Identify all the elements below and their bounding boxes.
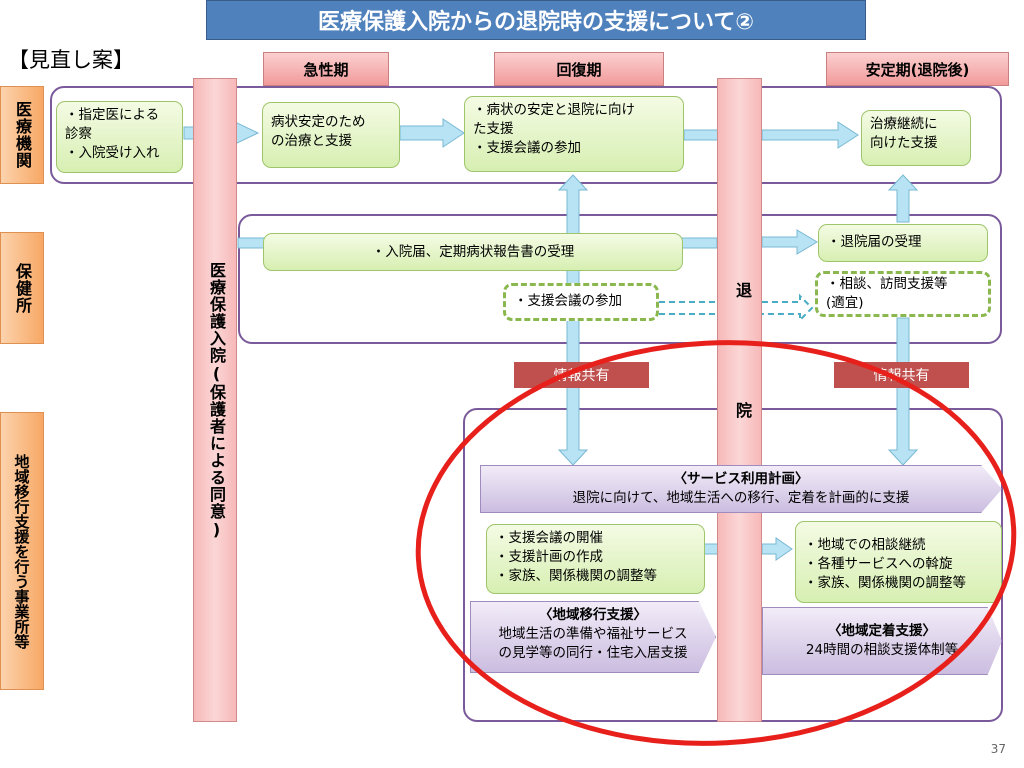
medical-box-recovery: ・病状の安定と退院に向けた支援・支援会議の参加 [464, 96, 684, 172]
phase-stable: 安定期(退院後) [826, 52, 1009, 86]
discharge-label-bottom: 院 [733, 402, 752, 419]
arrow-vertical-right-down [887, 317, 919, 466]
admission-pillar-label: 医療保護入院(保護者による同意) [207, 262, 226, 540]
community-box-meeting: ・支援会議の開催・支援計画の作成・家族、関係機関の調整等 [486, 524, 705, 594]
medical-box-stable: 治療継続に向けた支援 [861, 110, 971, 166]
page-number: 37 [990, 742, 1006, 756]
plan-label: 【見直し案】 [8, 48, 134, 72]
health-box-discharge-notice: ・退院届の受理 [818, 224, 988, 262]
settlement-support-box: 〈地域定着支援〉 24時間の相談支援体制等 [762, 607, 1002, 675]
highlight-ellipse [415, 340, 1017, 746]
arrow-vertical-left-down [557, 319, 589, 466]
arrow-vertical-right [887, 174, 919, 223]
health-box-report: ・入院届、定期病状報告書の受理 [263, 233, 683, 271]
medical-box-admission: ・指定医による診察・入院受け入れ [56, 101, 183, 173]
row-label-health-center: 保健所 [0, 232, 44, 344]
discharge-label-top: 退 [733, 282, 752, 299]
service-plan-banner: 〈サービス利用計画〉 退院に向けて、地域生活への移行、定着を計画的に支援 [480, 465, 1002, 513]
health-box-consultation: ・相談、訪問支援等(適宜) [815, 271, 991, 317]
row-label-medical: 医療機関 [0, 86, 44, 184]
transition-support-box: 〈地域移行支援〉 地域生活の準備や福祉サービス の見学等の同行・住宅入居支援 [470, 601, 716, 673]
health-box-meeting: ・支援会議の参加 [503, 283, 659, 321]
phase-acute: 急性期 [263, 52, 389, 86]
arrow-medical-2 [399, 118, 465, 148]
admission-pillar [193, 78, 237, 722]
medical-box-acute: 病状安定のための治療と支援 [262, 102, 400, 168]
arrow-community-2 [761, 537, 793, 561]
discharge-pillar [717, 78, 762, 722]
dashed-arrow-right [762, 293, 814, 323]
arrow-medical-4 [761, 121, 859, 149]
community-box-consultation: ・地域での相談継続・各種サービスへの斡旋・家族、関係機関の調整等 [795, 521, 1002, 603]
row-label-community: 地域移行支援を行う事業所等 [0, 412, 44, 690]
arrow-health-3 [761, 229, 818, 255]
info-share-left: 情報共有 [514, 362, 649, 388]
phase-recovery: 回復期 [494, 52, 664, 86]
slide-title: 医療保護入院からの退院時の支援について② [206, 0, 866, 40]
